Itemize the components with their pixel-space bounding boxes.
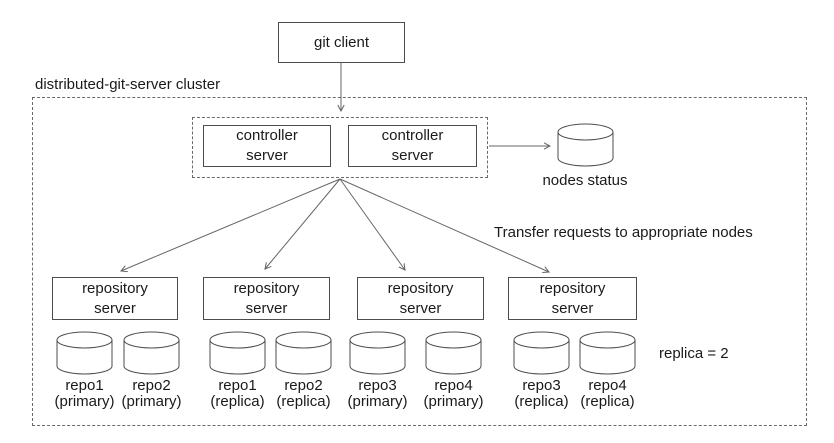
- repo-role-label: (primary): [347, 393, 408, 410]
- nodes-status-label: nodes status: [542, 172, 628, 189]
- repo-item: repo2 (primary): [121, 331, 182, 410]
- repo-database-icon: [56, 331, 113, 375]
- cluster-boundary: [32, 97, 807, 426]
- repo-name-label: repo4: [588, 377, 627, 394]
- repo-database-icon: [123, 331, 180, 375]
- repo-database-icon: [513, 331, 570, 375]
- repo-name-label: repo3: [358, 377, 397, 394]
- repo-role-label: (replica): [580, 393, 635, 410]
- repository-server-box-2: repository server: [203, 277, 330, 320]
- controller-server-box-1: controller server: [203, 125, 331, 167]
- replica-count-note: replica = 2: [659, 345, 729, 362]
- repository-server-box-4: repository server: [508, 277, 637, 320]
- repository-server-box-1: repository server: [52, 277, 178, 320]
- repo-database-icon: [425, 331, 482, 375]
- repo-item: repo1 (primary): [54, 331, 115, 410]
- repo-role-label: (replica): [276, 393, 331, 410]
- repo-item: repo1 (replica): [209, 331, 266, 410]
- repository-server-box-3: repository server: [357, 277, 484, 320]
- repo-database-icon: [349, 331, 406, 375]
- repo-role-label: (replica): [514, 393, 569, 410]
- transfer-requests-note: Transfer requests to appropriate nodes: [494, 224, 753, 241]
- controller-group-boundary: [192, 117, 488, 178]
- controller-server-box-2: controller server: [348, 125, 477, 167]
- repo-item: repo4 (replica): [579, 331, 636, 410]
- repo-role-label: (replica): [210, 393, 265, 410]
- repo-database-icon: [275, 331, 332, 375]
- repo-item: repo3 (replica): [513, 331, 570, 410]
- repo-role-label: (primary): [423, 393, 484, 410]
- repo-name-label: repo1: [65, 377, 104, 394]
- git-client-box: git client: [278, 22, 405, 63]
- repo-name-label: repo3: [522, 377, 561, 394]
- repo-name-label: repo2: [132, 377, 171, 394]
- repo-name-label: repo1: [218, 377, 257, 394]
- cluster-label: distributed-git-server cluster: [35, 76, 221, 93]
- repo-name-label: repo2: [284, 377, 323, 394]
- repo-role-label: (primary): [121, 393, 182, 410]
- repo-database-icon: [579, 331, 636, 375]
- repo-name-label: repo4: [434, 377, 473, 394]
- repo-database-icon: [209, 331, 266, 375]
- repo-item: repo2 (replica): [275, 331, 332, 410]
- repo-item: repo4 (primary): [423, 331, 484, 410]
- nodes-status-database-icon: [557, 123, 614, 167]
- repo-item: repo3 (primary): [347, 331, 408, 410]
- repo-role-label: (primary): [54, 393, 115, 410]
